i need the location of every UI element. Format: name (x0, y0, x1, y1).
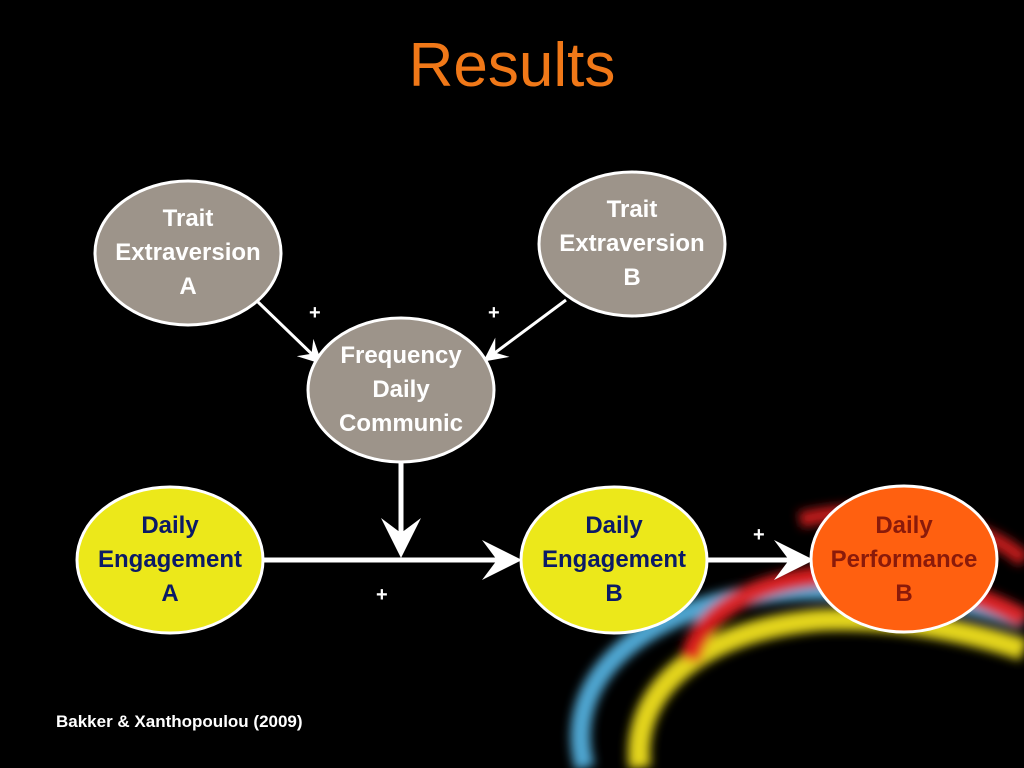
node-label-line: A (179, 273, 197, 300)
node-trait-extraversion-a (93, 179, 283, 327)
node-frequency-daily-communication (306, 316, 496, 464)
node-label-line: Daily (372, 376, 430, 403)
node-label-line: A (161, 580, 179, 607)
node-label-line: B (605, 580, 623, 607)
node-trait-extraversion-a-label: Trait Extraversion A (95, 202, 281, 304)
sign-trait-b-to-frequency: + (488, 302, 500, 324)
node-label-line: Engagement (97, 546, 243, 573)
sign-engagement-b-to-performance-b: + (753, 524, 765, 546)
node-daily-engagement-b (519, 485, 709, 635)
node-label-line: B (623, 264, 641, 291)
sign-engagement-a-to-engagement-b: + (376, 584, 388, 606)
node-trait-extraversion-b-label: Trait Extraversion B (539, 193, 725, 295)
node-trait-extraversion-b (537, 170, 727, 318)
node-label-line: Engagement (541, 546, 687, 573)
node-label-line: Communic (338, 410, 463, 437)
node-label-line: Trait (162, 205, 214, 232)
node-frequency-daily-communication-label: Frequency Daily Communic (308, 339, 494, 441)
node-label-line: Performance (830, 546, 978, 573)
node-label-line: Trait (606, 196, 658, 223)
slide-title: Results (408, 31, 616, 100)
node-label-line: B (895, 580, 913, 607)
node-label-line: Extraversion (559, 230, 705, 257)
node-daily-engagement-b-label: Daily Engagement B (521, 509, 707, 611)
citation: Bakker & Xanthopoulou (2009) (56, 712, 303, 731)
node-label-line: Daily (141, 512, 199, 539)
arrow-trait-a-to-frequency (256, 300, 323, 365)
node-label-line: Frequency (340, 342, 462, 369)
node-label-line: Extraversion (115, 239, 261, 266)
node-daily-performance-b (809, 484, 999, 634)
node-daily-performance-b-label: Daily Performance B (811, 509, 997, 611)
sign-trait-a-to-frequency: + (309, 302, 321, 324)
node-daily-engagement-a-label: Daily Engagement A (77, 509, 263, 611)
node-label-line: Daily (585, 512, 643, 539)
arrow-trait-b-to-frequency (483, 298, 567, 362)
node-label-line: Daily (875, 512, 933, 539)
node-daily-engagement-a (75, 485, 265, 635)
